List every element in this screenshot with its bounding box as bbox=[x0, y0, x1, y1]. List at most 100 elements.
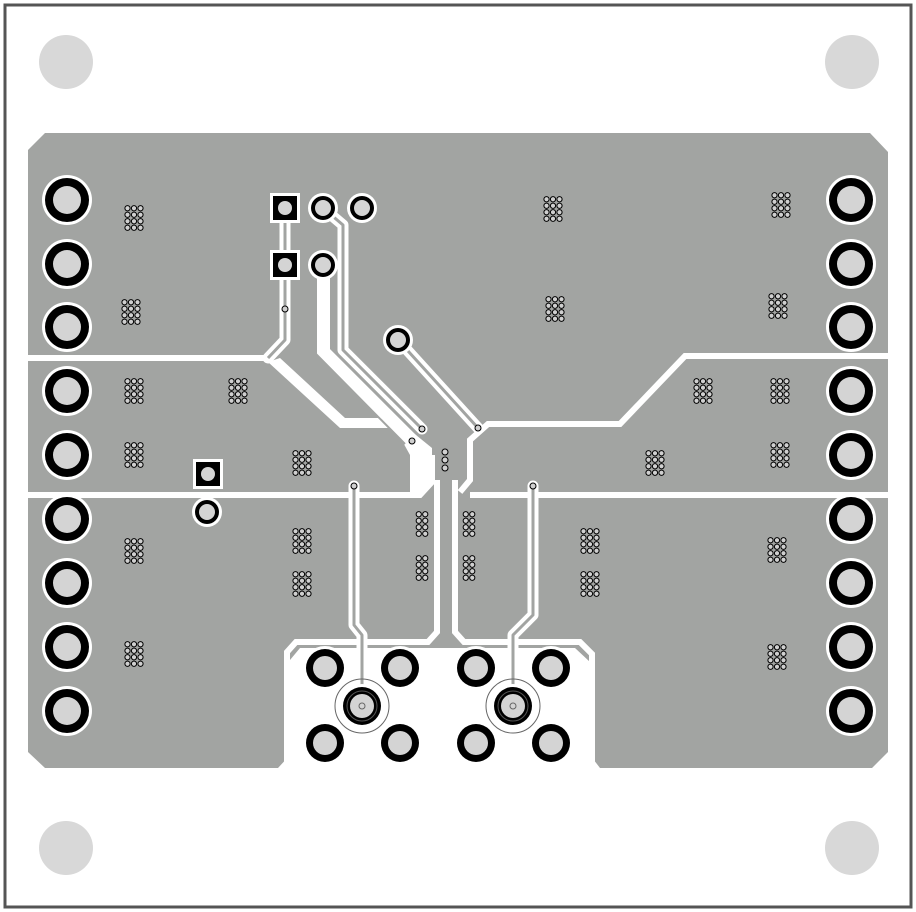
via bbox=[415, 561, 422, 568]
via bbox=[292, 463, 299, 470]
pad-hole bbox=[837, 313, 865, 341]
via bbox=[774, 312, 782, 319]
via bbox=[781, 312, 788, 319]
via bbox=[469, 555, 476, 562]
via bbox=[305, 456, 312, 463]
pad-hole bbox=[313, 731, 337, 755]
via bbox=[773, 657, 781, 664]
via bbox=[127, 299, 135, 306]
via bbox=[305, 571, 312, 578]
via bbox=[543, 215, 550, 222]
via bbox=[130, 397, 138, 404]
via bbox=[770, 461, 777, 468]
pad-hole bbox=[199, 504, 215, 520]
pad-hole bbox=[388, 731, 412, 755]
connector-ring bbox=[346, 690, 378, 722]
via bbox=[549, 209, 557, 216]
via bbox=[774, 299, 782, 306]
via bbox=[422, 574, 429, 581]
via bbox=[121, 318, 128, 325]
via bbox=[130, 654, 138, 661]
via bbox=[298, 463, 306, 470]
via bbox=[784, 211, 791, 218]
via bbox=[777, 198, 785, 205]
via bbox=[292, 528, 299, 535]
via bbox=[658, 450, 665, 457]
via bbox=[771, 192, 778, 199]
via bbox=[784, 205, 791, 212]
via bbox=[768, 293, 775, 300]
via bbox=[121, 312, 128, 319]
via bbox=[124, 218, 131, 225]
via bbox=[137, 557, 144, 564]
pour-clearances bbox=[28, 353, 888, 775]
via bbox=[124, 378, 131, 385]
via bbox=[298, 469, 306, 476]
via bbox=[124, 544, 131, 551]
pad-hole bbox=[539, 731, 563, 755]
via bbox=[462, 530, 469, 537]
via bbox=[784, 192, 791, 199]
via bbox=[137, 442, 144, 449]
via bbox=[558, 309, 565, 316]
via bbox=[124, 224, 131, 231]
via bbox=[770, 448, 777, 455]
via bbox=[777, 192, 785, 199]
via bbox=[415, 574, 422, 581]
connector-pin bbox=[501, 694, 525, 718]
pad-hole bbox=[837, 250, 865, 278]
via bbox=[776, 455, 784, 462]
via bbox=[580, 584, 587, 591]
via bbox=[693, 378, 700, 385]
via bbox=[545, 315, 552, 322]
copper-pour bbox=[28, 133, 888, 768]
via bbox=[469, 561, 476, 568]
via-arrays bbox=[121, 192, 791, 670]
pad-hole bbox=[278, 258, 292, 272]
via bbox=[121, 299, 128, 306]
via bbox=[529, 482, 537, 490]
via bbox=[780, 650, 787, 657]
pad-hole bbox=[837, 633, 865, 661]
clearance-gap bbox=[268, 358, 432, 492]
via bbox=[228, 391, 235, 398]
via bbox=[543, 209, 550, 216]
via bbox=[422, 561, 429, 568]
via bbox=[415, 511, 422, 518]
via bbox=[305, 450, 312, 457]
via bbox=[292, 469, 299, 476]
pad-hole bbox=[53, 186, 81, 214]
via bbox=[767, 550, 774, 557]
pad-hole bbox=[53, 377, 81, 405]
via bbox=[556, 215, 563, 222]
via bbox=[305, 534, 312, 541]
via bbox=[408, 437, 416, 445]
via bbox=[706, 391, 713, 398]
via bbox=[228, 378, 235, 385]
via bbox=[305, 469, 312, 476]
via bbox=[773, 550, 781, 557]
pad-hole bbox=[837, 697, 865, 725]
via bbox=[130, 378, 138, 385]
via bbox=[706, 384, 713, 391]
via bbox=[134, 305, 141, 312]
via bbox=[558, 296, 565, 303]
pads bbox=[42, 175, 876, 765]
via bbox=[645, 456, 652, 463]
via bbox=[127, 312, 135, 319]
via bbox=[580, 541, 587, 548]
via bbox=[422, 524, 429, 531]
via bbox=[298, 590, 306, 597]
via bbox=[586, 528, 594, 535]
pad-hole bbox=[837, 441, 865, 469]
via bbox=[767, 657, 774, 664]
via bbox=[586, 541, 594, 548]
via bbox=[234, 391, 242, 398]
via bbox=[130, 551, 138, 558]
via bbox=[783, 391, 790, 398]
via bbox=[783, 384, 790, 391]
via bbox=[593, 584, 600, 591]
via bbox=[767, 650, 774, 657]
via bbox=[418, 425, 426, 433]
pad-hole bbox=[313, 656, 337, 680]
